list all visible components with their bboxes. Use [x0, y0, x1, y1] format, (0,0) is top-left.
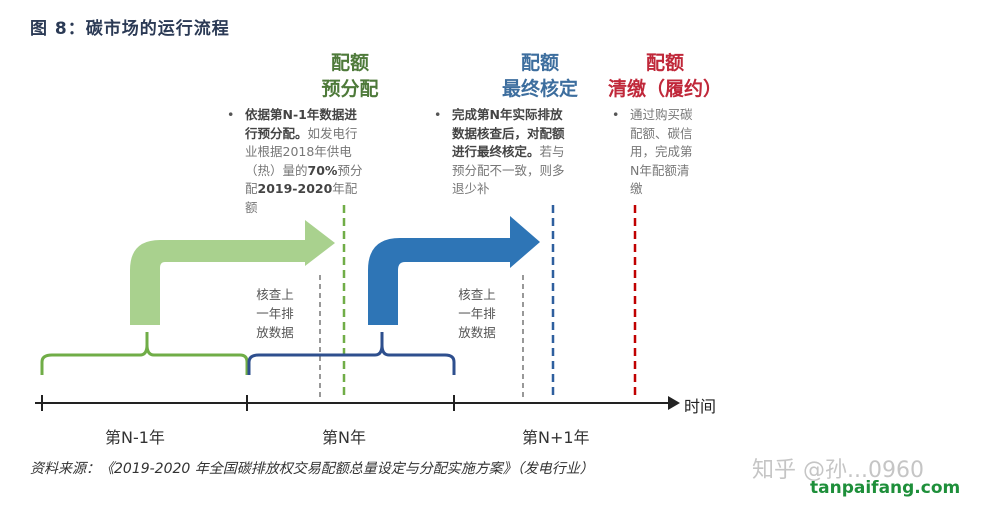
figure-title: 图 8：碳市场的运行流程: [30, 19, 230, 39]
stage-line1: 配额: [330, 52, 369, 74]
stage-final-verification: 配额 最终核定: [480, 50, 600, 102]
site-logo: tanpaifang.com: [810, 478, 961, 498]
year-label-n-plus-1: 第N+1年: [522, 428, 590, 447]
watermark: 知乎 @孙...0960: [752, 458, 924, 483]
bullet-preallocation: •依据第N-1年数据进行预分配。如发电行业根据2018年供电（热）量的70%预分…: [227, 107, 363, 215]
stage-line1: 配额: [520, 52, 559, 74]
stage-surrender: 配额 清缴（履约）: [595, 50, 735, 102]
blue-arrow: [368, 216, 540, 325]
bullet-final-verification: •完成第N年实际排放数据核查后，对配额进行最终核定。若与预分配不一致，则多退少补: [434, 107, 565, 196]
year-label-n: 第N年: [322, 428, 366, 447]
stage-line2: 预分配: [321, 78, 379, 100]
green-bracket: [40, 332, 249, 375]
stage-line2: 最终核定: [501, 78, 578, 100]
stage-line2: 清缴（履约）: [607, 78, 722, 100]
check-label-1: 核查上一年排放数据: [256, 287, 294, 340]
timeline-arrowhead: [668, 396, 680, 410]
time-axis-label: 时间: [684, 397, 717, 416]
stage-preallocation: 配额 预分配: [290, 50, 410, 102]
blue-bracket: [247, 332, 456, 375]
check-label-2: 核查上一年排放数据: [458, 287, 496, 340]
green-arrow: [130, 220, 335, 325]
bullet-surrender: •通过购买碳配额、碳信用，完成第N年配额清缴: [612, 107, 693, 196]
source-note: 资料来源：《2019-2020 年全国碳排放权交易配额总量设定与分配实施方案》（…: [30, 461, 594, 477]
year-label-n-minus-1: 第N-1年: [105, 428, 165, 447]
stage-line1: 配额: [645, 52, 684, 74]
